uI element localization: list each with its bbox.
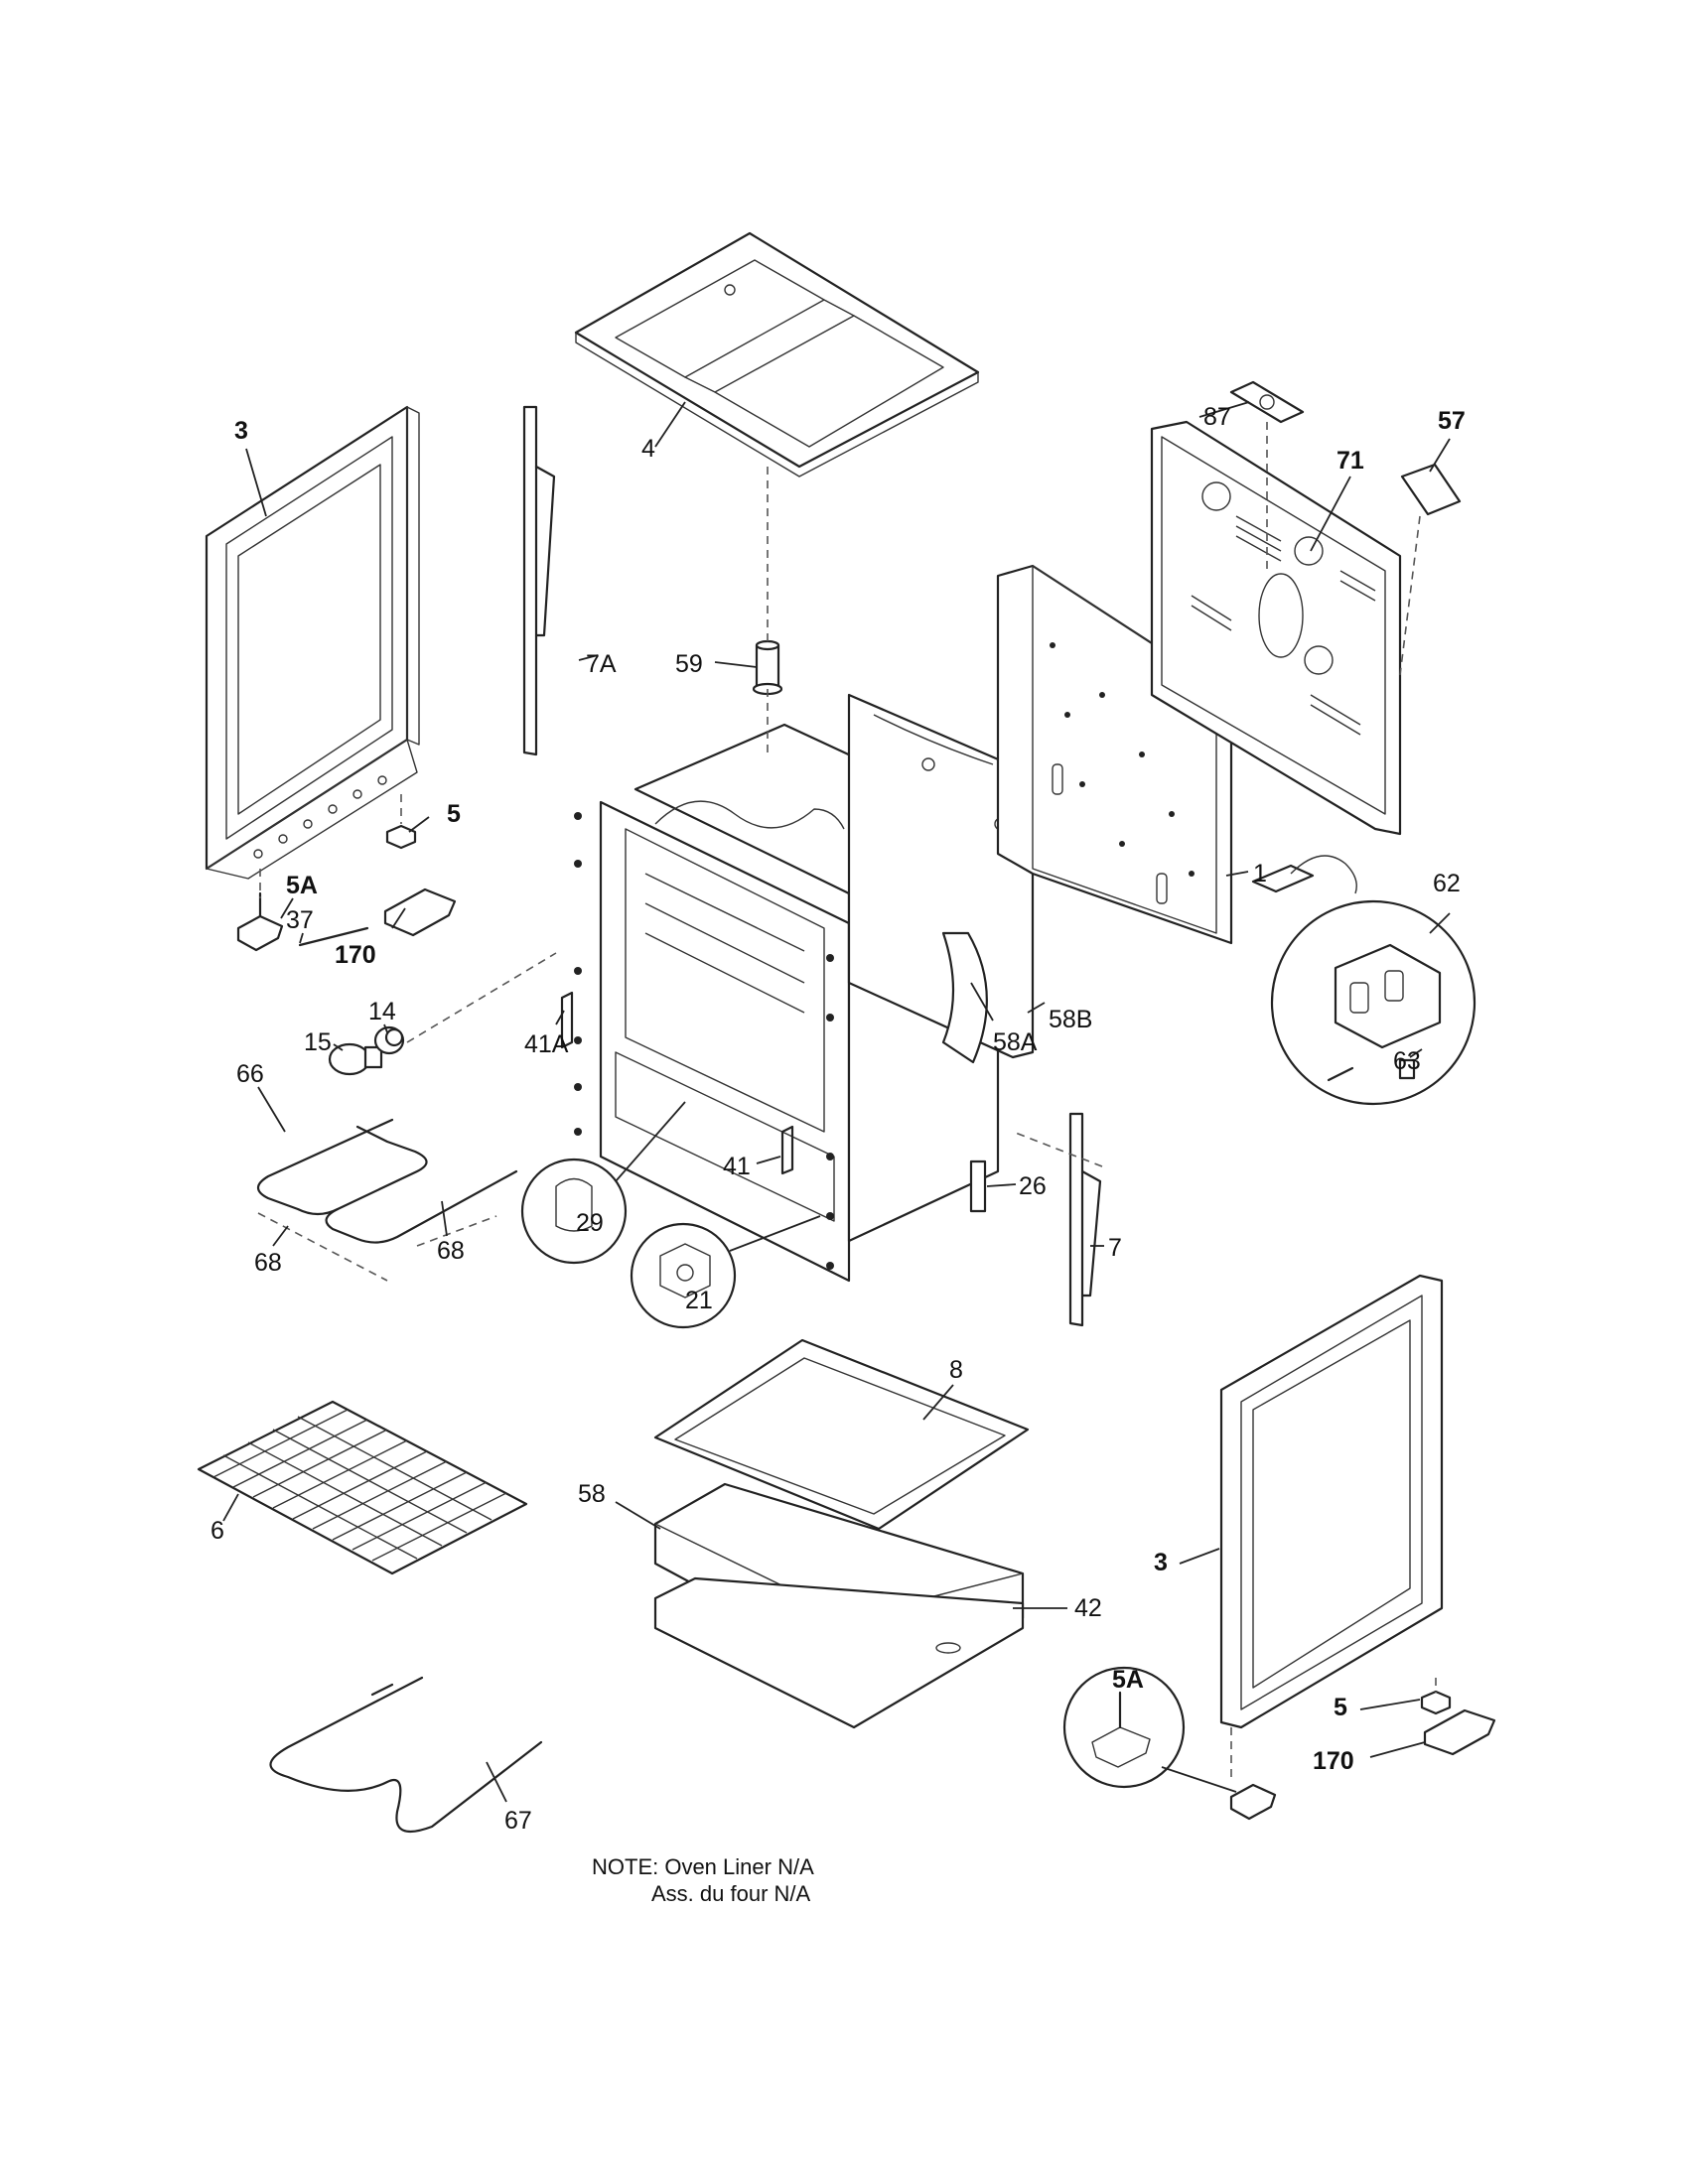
- note-line-2: Ass. du four N/A: [651, 1881, 811, 1906]
- detail-29: [520, 1101, 686, 1265]
- side-panel-left: [205, 405, 420, 880]
- callout-87: 87: [1203, 403, 1231, 431]
- callout-71: 71: [1336, 447, 1364, 475]
- cover-plate-57: [1400, 463, 1462, 516]
- callout-6: 6: [211, 1517, 224, 1545]
- bracket-170-right: [1423, 1708, 1496, 1756]
- leveling-leg-detail: [1062, 1666, 1237, 1793]
- leg-screw-5-right: [1420, 1690, 1452, 1715]
- callout-7a-top: 7A: [586, 650, 617, 678]
- callout-67: 67: [504, 1807, 532, 1835]
- callout-14: 14: [368, 998, 396, 1025]
- assembly-lines: [259, 422, 1437, 1782]
- callout-labels: 3 4 87 57 71 7A 59 5 1 62 5A 37 170 15 1…: [211, 403, 1466, 1835]
- lamp-socket-14: [373, 1025, 405, 1055]
- bracket-41a: [560, 991, 574, 1049]
- callout-66: 66: [236, 1060, 264, 1088]
- rack-guide-26: [969, 1160, 987, 1213]
- callout-3-right: 3: [1154, 1549, 1168, 1576]
- rack-support-7: [1068, 1112, 1102, 1327]
- gasket-87: [1229, 380, 1305, 424]
- callout-42: 42: [1074, 1594, 1102, 1622]
- callout-3-left: 3: [234, 417, 248, 445]
- callout-15: 15: [304, 1028, 332, 1056]
- callout-170-left: 170: [335, 941, 376, 969]
- callout-170-right: 170: [1313, 1747, 1354, 1775]
- callout-58b: 58B: [1049, 1006, 1092, 1033]
- rack-support-7a: [522, 405, 556, 756]
- wire-37: [298, 926, 369, 947]
- rear-cover: [1150, 420, 1402, 836]
- callout-59: 59: [675, 650, 703, 678]
- leveling-leg-5a-left: [236, 891, 284, 952]
- callout-57: 57: [1438, 407, 1466, 435]
- leveling-leg-5a-right: [1229, 1783, 1277, 1821]
- lamp-holder-59: [752, 639, 783, 696]
- callout-58a: 58A: [993, 1028, 1038, 1056]
- terminal-block-detail: [1270, 899, 1477, 1106]
- callout-5-left: 5: [447, 800, 461, 828]
- callout-62: 62: [1433, 870, 1461, 897]
- broiler-pan-8: [653, 1338, 1030, 1531]
- insulation-58a: [941, 931, 988, 1064]
- diagram-note: NOTE: Oven Liner N/A Ass. du four N/A: [592, 1854, 814, 1906]
- lamp-bulb-15: [328, 1042, 383, 1076]
- broil-element: [269, 1676, 543, 1834]
- top-panel: [574, 231, 980, 478]
- heat-shield-68: [257, 1212, 497, 1282]
- callout-68-right: 68: [437, 1237, 465, 1265]
- bracket-41: [780, 1125, 794, 1175]
- callout-7: 7: [1108, 1234, 1122, 1262]
- bottom-panel-42: [653, 1576, 1025, 1729]
- callout-41: 41: [723, 1153, 751, 1180]
- oven-rack: [197, 1400, 528, 1575]
- callout-4: 4: [641, 435, 655, 463]
- leg-screw-5-left: [385, 824, 417, 850]
- callout-1: 1: [1253, 860, 1267, 887]
- callout-68-left: 68: [254, 1249, 282, 1277]
- callout-41a: 41A: [524, 1030, 569, 1058]
- terminal-block: [1251, 855, 1357, 894]
- note-line-1: NOTE: Oven Liner N/A: [592, 1854, 814, 1879]
- callout-5-right: 5: [1334, 1694, 1347, 1721]
- callout-37: 37: [286, 906, 314, 934]
- callout-63: 63: [1393, 1047, 1421, 1075]
- bake-element: [256, 1118, 518, 1244]
- callout-26: 26: [1019, 1172, 1047, 1200]
- side-panel-right: [1219, 1274, 1444, 1729]
- callout-5a-left: 5A: [286, 872, 318, 899]
- detail-21: [630, 1215, 821, 1329]
- callout-8: 8: [949, 1356, 963, 1384]
- callout-58: 58: [578, 1480, 606, 1508]
- callout-5a-right: 5A: [1112, 1666, 1144, 1694]
- callout-29: 29: [576, 1209, 604, 1237]
- bracket-170-left: [383, 887, 457, 937]
- leader-lines: [222, 401, 1451, 1803]
- callout-21: 21: [685, 1287, 713, 1314]
